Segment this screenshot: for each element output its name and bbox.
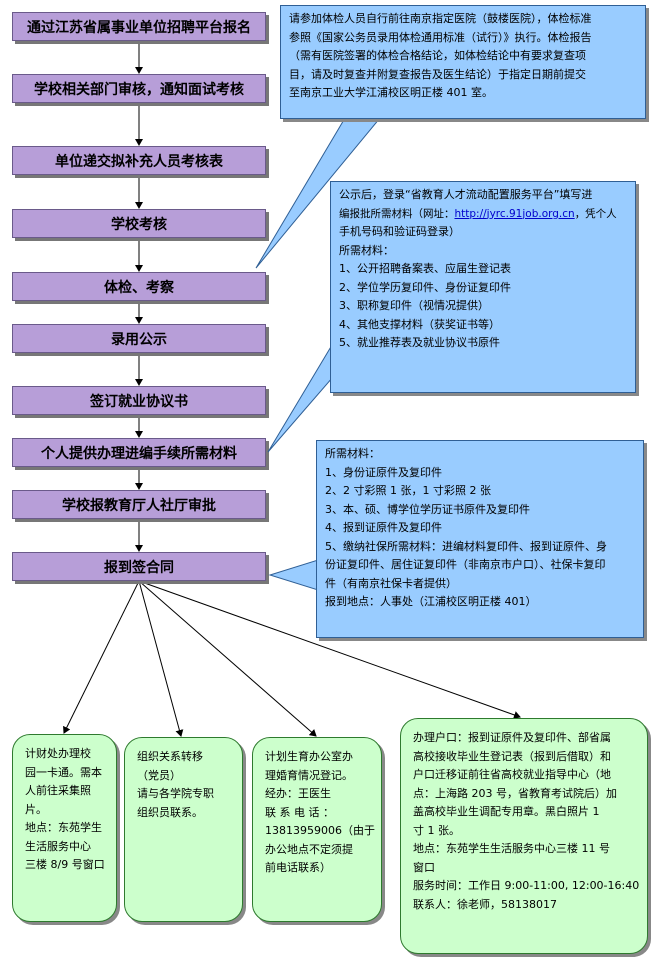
box-line: 办理户口：报到证原件及复印件、部省属 [413, 731, 611, 744]
step-register: 通过江苏省属事业单位招聘平台报名 [12, 12, 266, 41]
box-line: 联 系 电 话 ： [265, 805, 334, 819]
note-line: 件（有南京社保卡者提供） [325, 576, 457, 590]
box-family-planning: 计划生育办公室办 理婚育情况登记。 经办：王医生 联 系 电 话 ： 13813… [252, 737, 382, 922]
note-line: 2、2 寸彩照 1 张，1 寸彩照 2 张 [325, 484, 491, 497]
box-line: 三楼 8/9 号窗口 [25, 858, 105, 871]
branch-household [138, 580, 521, 719]
note-line: 目，请及时复查并附复查报告及医生结论）于指定日期前提交 [289, 67, 586, 81]
box-line: 寸 1 张。 [413, 823, 460, 837]
step-submit-assessment-form: 单位递交拟补充人员考核表 [12, 146, 266, 175]
step-department-review: 学校相关部门审核，通知面试考核 [12, 74, 266, 103]
box-line: 经办：王医生 [265, 787, 331, 800]
box-line: 盖高校毕业生调配专用章。黑白照片 1 [413, 805, 600, 818]
branch-finance [63, 580, 140, 734]
note-line: 请参加体检人员自行前往南京指定医院（鼓楼医院），体检标准 [289, 12, 592, 25]
box-line: 地点：东苑学生生活服务中心三楼 11 号 [413, 842, 610, 855]
note-line: 4、报到证原件及复印件 [325, 521, 442, 534]
box-campus-card: 计财处办理校 园一卡通。需本 人前往采集照 片。 地点：东苑学生 生活服务中心 … [12, 734, 117, 922]
step-physical-exam: 体检、考察 [12, 272, 266, 301]
box-line: 办公地点不定须提 [265, 842, 353, 856]
step-provide-materials: 个人提供办理进编手续所需材料 [12, 438, 266, 467]
box-line: 生活服务中心 [25, 839, 91, 853]
box-line: 窗口 [413, 860, 435, 874]
note-materials: 公示后，登录“省教育人才流动配置服务平台”填写进 编报批所需材料（网址：http… [330, 181, 636, 393]
step-approval: 学校报教育厅人社厅审批 [12, 490, 266, 519]
box-line: 片。 [25, 802, 47, 816]
box-line: 请与各学院专职 [137, 787, 214, 800]
note-line: 4、其他支撑材料（获奖证书等） [339, 317, 500, 331]
note-line: 3、本、硕、博学位学历证书原件及复印件 [325, 502, 530, 516]
box-line: 点：上海路 203 号，省教育考试院后）加 [413, 786, 617, 800]
step-hiring-notice: 录用公示 [12, 324, 266, 353]
box-line: 组织员联系。 [137, 805, 203, 819]
note-line: 公示后，登录“省教育人才流动配置服务平台”填写进 [339, 188, 593, 201]
note-line: 1、身份证原件及复印件 [325, 465, 442, 479]
branch-organization [138, 580, 184, 737]
box-line: 园一卡通。需本 [25, 765, 102, 779]
note-line: 手机号码和验证码登录） [339, 225, 460, 238]
note-line: （需有医院签署的体检合格结论，如体检结论中有要求复查项 [289, 49, 586, 62]
note-line: 所需材料： [339, 243, 394, 257]
box-line: 服务时间：工作日 9:00-11:00, 12:00-16:40 [413, 879, 640, 892]
box-line: 组织关系转移 [137, 750, 203, 763]
step-sign-agreement: 签订就业协议书 [12, 386, 266, 415]
branch-family-planning [138, 580, 317, 737]
box-line: 13813959006（由于 [265, 824, 375, 837]
box-line: 前电话联系） [265, 861, 331, 874]
note-line: 5、就业推荐表及就业协议书原件 [339, 336, 500, 349]
note-line: 1、公开招聘备案表、应届生登记表 [339, 262, 511, 275]
box-line: 联系人：徐老师，58138017 [413, 897, 557, 911]
callout-tail-report [268, 559, 319, 591]
box-line: （党员） [137, 768, 181, 782]
box-line: 高校接收毕业生登记表（报到后借取）和 [413, 749, 611, 763]
note-line: 编报批所需材料（网址：http://jyrc.91job.org.cn，凭个人 [339, 205, 627, 224]
box-line: 户口迁移证前往省高校就业指导中心（地 [413, 768, 611, 781]
box-line: 理婚育情况登记。 [265, 768, 353, 782]
note-report-materials: 所需材料： 1、身份证原件及复印件 2、2 寸彩照 1 张，1 寸彩照 2 张 … [316, 440, 644, 638]
note-line: 参照《国家公务员录用体检通用标准（试行）》执行。体检报告 [289, 30, 592, 44]
note-line: 至南京工业大学江浦校区明正楼 401 室。 [289, 86, 493, 99]
note-physical-exam: 请参加体检人员自行前往南京指定医院（鼓楼医院），体检标准 参照《国家公务员录用体… [280, 5, 646, 119]
note-line: 2、学位学历复印件、身份证复印件 [339, 280, 511, 294]
note-line: 报到地点：人事处（江浦校区明正楼 401） [325, 595, 537, 608]
box-line: 计财处办理校 [25, 747, 91, 760]
box-line: 地点：东苑学生 [25, 821, 102, 834]
note-line: 3、职称复印件（视情况提供） [339, 299, 489, 312]
box-line: 计划生育办公室办 [265, 750, 353, 763]
step-school-assessment: 学校考核 [12, 209, 266, 238]
box-party-transfer: 组织关系转移 （党员） 请与各学院专职 组织员联系。 [124, 737, 243, 922]
note-line: 5、缴纳社保所需材料：进编材料复印件、报到证原件、身 [325, 539, 607, 553]
box-household-registration: 办理户口：报到证原件及复印件、部省属 高校接收毕业生登记表（报到后借取）和 户口… [400, 718, 648, 954]
note-text: 编报批所需材料（网址： [339, 207, 455, 220]
note-text: ，凭个人 [574, 207, 617, 220]
platform-url-link[interactable]: http://jyrc.91job.org.cn [454, 207, 575, 220]
note-line: 所需材料： [325, 447, 380, 460]
note-line: 份证复印件、居住证复印件（非南京市户口）、社保卡复印 [325, 558, 606, 571]
box-line: 人前往采集照 [25, 784, 91, 797]
step-report-contract: 报到签合同 [12, 552, 266, 581]
